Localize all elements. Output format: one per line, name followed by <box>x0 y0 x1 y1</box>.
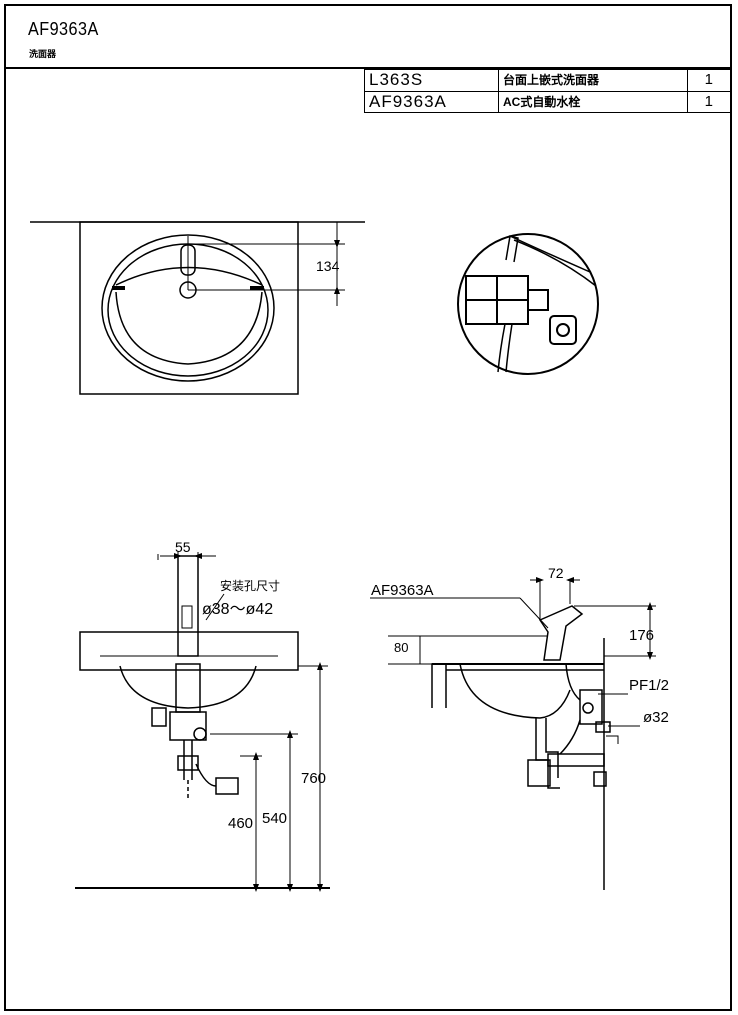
part-qty: 1 <box>687 69 732 92</box>
dim-176: 176 <box>629 627 654 644</box>
basin-outer-rim <box>101 234 275 382</box>
drawing-frame <box>4 4 732 1011</box>
dim-72: 72 <box>548 565 564 581</box>
part-qty: 1 <box>687 90 732 113</box>
dim-760: 760 <box>301 770 326 787</box>
dim-134: 134 <box>316 258 340 274</box>
hole-label: 安装孔尺寸 <box>220 578 280 593</box>
control-box-side <box>579 689 603 725</box>
dim-460: 460 <box>228 815 253 832</box>
model-title: AF9363A <box>28 19 99 39</box>
faucet-side <box>538 605 584 661</box>
countertop-front <box>79 631 299 671</box>
trap-pipe <box>547 753 605 767</box>
hole-range: ø38～ø42 <box>202 601 273 618</box>
valve-box <box>549 315 577 345</box>
faucet-top <box>180 244 196 276</box>
dim-80: 80 <box>394 640 408 655</box>
part-code: AF9363A <box>364 90 499 113</box>
detail-circle <box>457 233 599 375</box>
stopvalve-left <box>151 707 167 727</box>
drain-dia: ø32 <box>643 709 669 726</box>
dim-540: 540 <box>262 810 287 827</box>
basin-front-bowl <box>119 665 257 709</box>
part-name: 台面上嵌式洗面器 <box>498 69 688 92</box>
parts-row: L363S 台面上嵌式洗面器 1 <box>364 69 732 92</box>
side-model-label: AF9363A <box>371 582 434 599</box>
pf-label: PF1/2 <box>629 677 669 694</box>
part-code: L363S <box>364 69 499 92</box>
side-view <box>370 577 656 890</box>
detail-view <box>457 233 599 375</box>
basin-bowl <box>115 291 263 365</box>
countertop-outline <box>79 221 299 395</box>
parts-row: AF9363A AC式自動水栓 1 <box>364 90 732 113</box>
title-band: AF9363A 洗面器 <box>4 4 732 69</box>
sensor-box-front <box>215 777 239 795</box>
dim-55: 55 <box>175 539 191 555</box>
model-subtitle: 洗面器 <box>29 49 57 59</box>
basin-overflow-arc <box>115 266 263 286</box>
top-view <box>30 221 365 395</box>
faucet-front <box>177 555 199 657</box>
basin-side-bowl <box>459 663 571 719</box>
front-view <box>75 552 330 892</box>
part-name: AC式自動水栓 <box>498 90 688 113</box>
faucet-shank <box>175 663 201 713</box>
parts-table: L363S 台面上嵌式洗面器 1 AF9363A AC式自動水栓 1 <box>364 69 732 113</box>
